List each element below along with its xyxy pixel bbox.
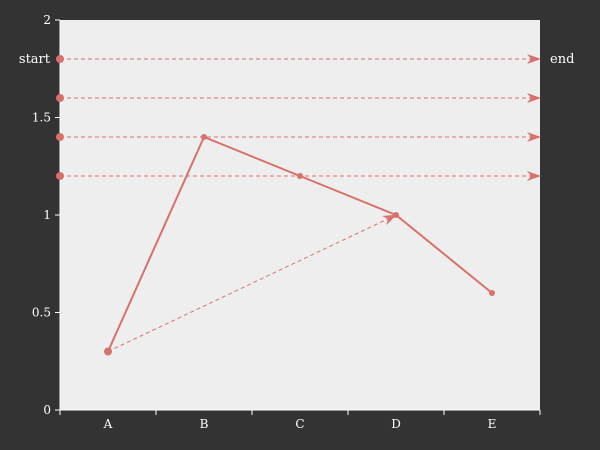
x-tick-label: C bbox=[295, 417, 304, 431]
data-point bbox=[489, 290, 495, 296]
arrow-line-start-point bbox=[56, 94, 64, 102]
data-point bbox=[105, 348, 111, 355]
data-point bbox=[297, 173, 303, 179]
y-tick-label: 1 bbox=[43, 208, 51, 222]
y-tick-label: 0.5 bbox=[32, 306, 51, 320]
arrow-line-start-point bbox=[56, 55, 64, 63]
x-tick-label: A bbox=[103, 417, 113, 431]
y-tick-label: 2 bbox=[43, 13, 51, 27]
x-tick-label: E bbox=[488, 417, 497, 431]
y-tick-label: 0 bbox=[43, 403, 51, 417]
data-point bbox=[393, 212, 399, 218]
x-tick-label: D bbox=[391, 417, 401, 431]
arrow-line-start-point bbox=[56, 133, 64, 141]
y-tick-label: 1.5 bbox=[32, 111, 51, 125]
data-point bbox=[201, 134, 207, 140]
arrow-line-start-point bbox=[56, 172, 64, 180]
x-tick-label: B bbox=[200, 417, 209, 431]
arrow-line-end-label: end bbox=[550, 52, 574, 67]
plot-area bbox=[60, 20, 540, 410]
arrow-line-start-label: start bbox=[19, 52, 51, 67]
